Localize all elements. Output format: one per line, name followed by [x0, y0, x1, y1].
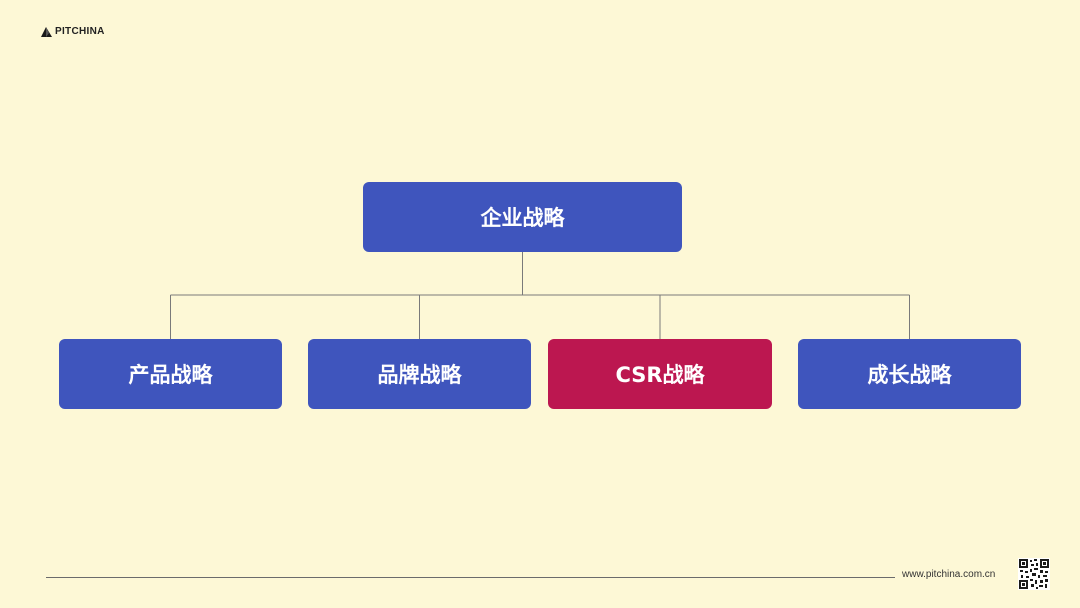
node-root: 企业战略: [363, 182, 682, 252]
node-child-label: 成长战略: [867, 363, 952, 387]
node-child: 产品战略: [59, 339, 282, 409]
node-root-label: 企业战略: [480, 206, 565, 230]
node-child-label: 品牌战略: [377, 363, 462, 387]
node-child: 品牌战略: [308, 339, 531, 409]
footer-divider: [46, 577, 895, 578]
logo-text: PITCHINA: [55, 26, 105, 37]
node-child-highlighted: CSR战略: [548, 339, 772, 409]
node-child-label: CSR战略: [615, 363, 705, 387]
footer-url: www.pitchina.com.cn: [902, 569, 996, 580]
brand-logo: PITCHINA: [41, 26, 105, 37]
qr-code-icon: [1018, 558, 1050, 590]
pitchina-logo-icon: [41, 26, 52, 37]
node-child: 成长战略: [798, 339, 1021, 409]
node-child-label: 产品战略: [128, 363, 213, 387]
